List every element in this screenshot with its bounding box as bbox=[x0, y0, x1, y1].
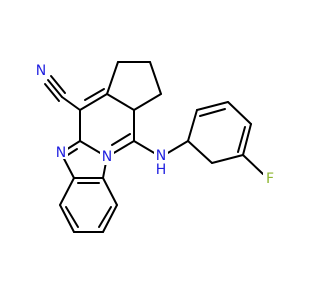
atom-label-imidazole-n: N bbox=[54, 145, 68, 161]
atom-label-amine-h: H bbox=[154, 162, 168, 178]
atom-label-fluorine: F bbox=[263, 171, 277, 187]
svg-text:F: F bbox=[266, 171, 274, 187]
svg-text:N: N bbox=[156, 148, 166, 164]
chemical-structure-diagram: N N N N H F bbox=[34, 61, 277, 233]
nitrile-group bbox=[44, 75, 81, 111]
svg-text:H: H bbox=[156, 162, 167, 178]
pyridine-ring bbox=[79, 88, 162, 158]
svg-text:N: N bbox=[102, 149, 112, 165]
svg-text:N: N bbox=[36, 63, 46, 79]
cyclopentane-ring bbox=[106, 61, 162, 95]
fluorophenyl-ring bbox=[187, 101, 264, 175]
atom-label-amine-n: N bbox=[154, 148, 168, 164]
atom-label-nitrile-n: N bbox=[34, 63, 48, 79]
svg-text:N: N bbox=[56, 145, 66, 161]
structure-canvas: N N N N H F bbox=[34, 61, 277, 233]
atom-label-bridge-n: N bbox=[100, 149, 114, 165]
benzo-ring bbox=[59, 177, 118, 233]
